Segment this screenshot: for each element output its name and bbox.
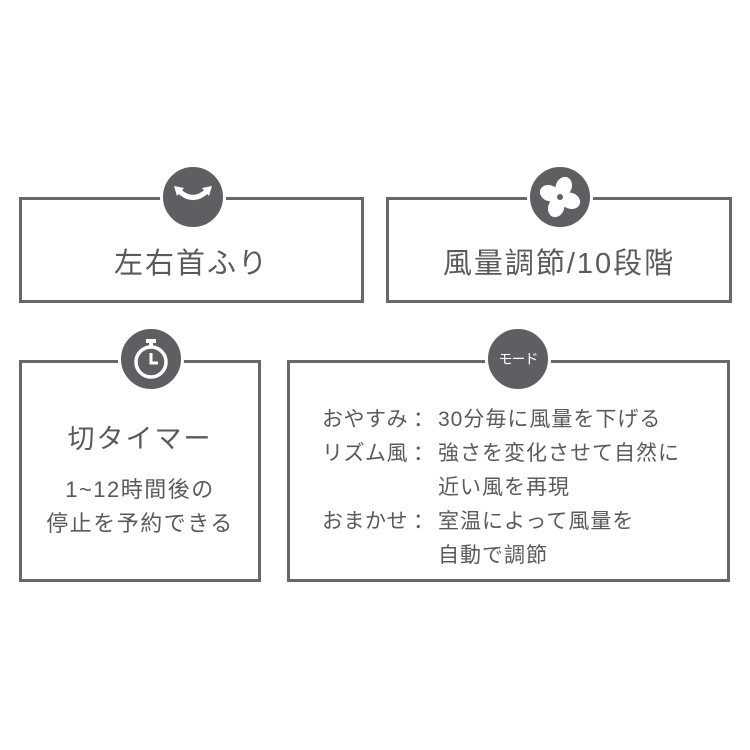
timer-feature-card: 切タイマー 1~12時間後の 停止を予約できる — [19, 360, 261, 582]
mode-desc-line: 室温によって風量を — [438, 510, 635, 533]
fan-icon — [527, 164, 593, 230]
mode-separator: ： — [413, 442, 435, 465]
modes-list: おやすみ ： 30分毎に風量を下げる リズム風 ： 強さを変化させて自然に 近い… — [322, 403, 718, 573]
mode-badge: モード — [485, 326, 551, 392]
modes-card: おやすみ ： 30分毎に風量を下げる リズム風 ： 強さを変化させて自然に 近い… — [287, 360, 730, 582]
mode-item: リズム風 ： 強さを変化させて自然に 近い風を再現 — [322, 437, 718, 505]
mode-description: 30分毎に風量を下げる — [438, 403, 718, 437]
stopwatch-icon — [118, 326, 184, 392]
mode-desc-line: 30分毎に風量を下げる — [438, 408, 662, 431]
mode-description: 室温によって風量を 自動で調節 — [438, 505, 718, 573]
mode-item: おやすみ ： 30分毎に風量を下げる — [322, 403, 718, 437]
swing-title: 左右首ふり — [113, 248, 269, 280]
timer-description: 1~12時間後の 停止を予約できる — [22, 473, 258, 541]
mode-separator: ： — [413, 510, 435, 533]
mode-desc-line: 近い風を再現 — [438, 476, 570, 499]
airflow-title: 風量調節/10段階 — [442, 248, 676, 280]
mode-separator: ： — [413, 408, 435, 431]
mode-item: おまかせ ： 室温によって風量を 自動で調節 — [322, 505, 718, 573]
mode-name: おまかせ — [322, 510, 408, 533]
swing-arrows-icon — [160, 164, 226, 230]
mode-desc-line: 自動で調節 — [438, 544, 548, 567]
timer-desc-line: 1~12時間後の — [65, 477, 215, 502]
timer-title: 切タイマー — [67, 424, 213, 454]
mode-name: リズム風 — [322, 442, 408, 465]
mode-description: 強さを変化させて自然に 近い風を再現 — [438, 437, 718, 505]
mode-name: おやすみ — [322, 408, 408, 431]
timer-desc-line: 停止を予約できる — [46, 511, 234, 536]
mode-desc-line: 強さを変化させて自然に — [438, 442, 680, 465]
